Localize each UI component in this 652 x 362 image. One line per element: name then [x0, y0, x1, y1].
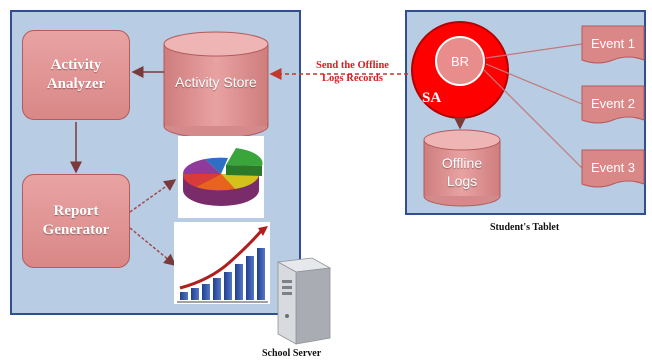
- activity-analyzer-box: Activity Analyzer: [22, 30, 130, 120]
- growth-bars-image: [174, 222, 270, 304]
- activity-store-label: Activity Store: [175, 74, 257, 90]
- connector-event1: [485, 43, 583, 59]
- offline-logs-line1: Offline: [441, 155, 483, 171]
- students-tablet-caption: Student's Tablet: [490, 222, 560, 233]
- arrow-report-to-pie: [129, 179, 177, 213]
- event3-document: [581, 149, 645, 188]
- event1-document: [581, 25, 645, 64]
- event1-label: Event 1: [590, 36, 636, 51]
- send-offline-logs-label: Send the Offline Logs Records: [316, 60, 389, 84]
- server-tower-icon: [276, 257, 332, 345]
- connector-event2: [485, 63, 583, 105]
- school-server-caption: School Server: [262, 348, 322, 359]
- connector-event3: [483, 69, 583, 169]
- br-label: BR: [450, 54, 470, 69]
- offline-logs-cylinder: [423, 129, 501, 207]
- event2-document: [581, 85, 645, 124]
- event3-label: Event 3: [590, 160, 636, 175]
- sa-agent-circle: [411, 21, 509, 119]
- activity-store-cylinder: [163, 31, 269, 139]
- arrow-report-to-bars: [129, 227, 177, 266]
- offline-logs-line2: Logs: [446, 173, 478, 190]
- report-generator-box: Report Generator: [22, 174, 130, 268]
- event2-label: Event 2: [590, 96, 636, 111]
- offline-logs-label: Offline Logs: [424, 154, 500, 190]
- sa-label: SA: [422, 90, 442, 106]
- pie-chart-image: [178, 136, 264, 218]
